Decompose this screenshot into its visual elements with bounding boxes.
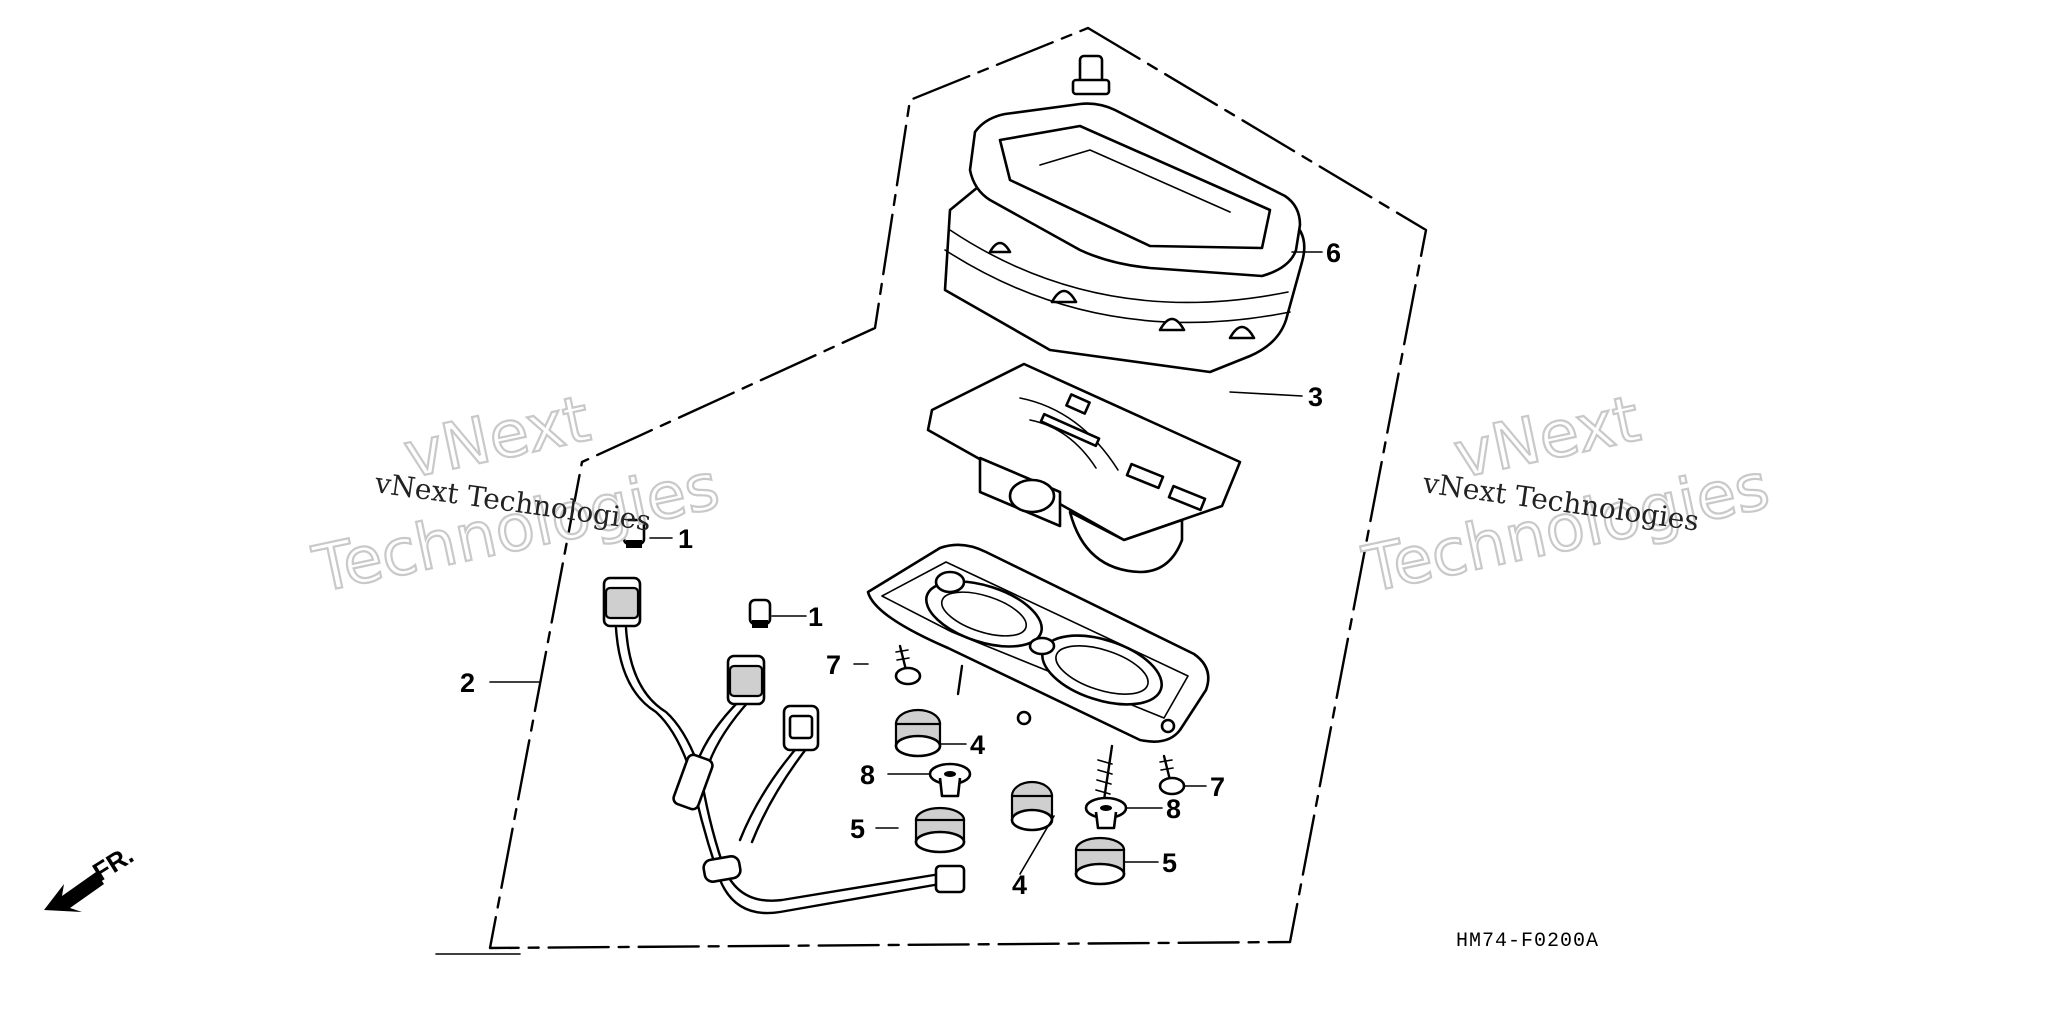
grommet-4b	[1010, 780, 1054, 832]
callout-4a: 4	[970, 730, 985, 760]
callout-2: 2	[460, 668, 475, 698]
watermark-left: vNext Technologies vNext Technologies	[306, 381, 727, 609]
callout-1a: 1	[678, 524, 693, 554]
wire-harness	[602, 576, 966, 915]
callout-8a: 8	[860, 760, 875, 790]
screw-7a	[894, 644, 922, 686]
watermark-right: vNext Technologies vNext Technologies	[1356, 381, 1777, 609]
callout-4b: 4	[1012, 870, 1027, 900]
grommet-4a	[894, 708, 942, 758]
callout-1b: 1	[808, 602, 823, 632]
screw-7b	[1158, 754, 1186, 796]
meter-face	[926, 362, 1242, 574]
svg-text:Technologies: Technologies	[1357, 450, 1776, 608]
callout-8b: 8	[1166, 794, 1181, 824]
cushion-5b	[1074, 836, 1126, 886]
bulb-1a	[622, 518, 646, 548]
bulb-1b	[748, 598, 772, 628]
callout-6: 6	[1326, 238, 1341, 268]
callout-3: 3	[1308, 382, 1323, 412]
cushion-5a	[914, 806, 966, 854]
meter-case	[943, 54, 1306, 374]
callout-7b: 7	[1210, 772, 1225, 802]
callout-7a: 7	[826, 650, 841, 680]
meter-base	[866, 543, 1210, 802]
leader-lines	[489, 251, 1323, 875]
drawing-code: HM74-F0200A	[1456, 930, 1599, 953]
callout-5b: 5	[1162, 848, 1177, 878]
assembly-boundary	[488, 26, 1428, 950]
callout-5a: 5	[850, 814, 865, 844]
svg-text:Technologies: Technologies	[307, 450, 726, 608]
washer-8b	[1084, 796, 1128, 830]
washer-8a	[928, 762, 972, 798]
front-direction-marker: FR.	[44, 839, 139, 912]
